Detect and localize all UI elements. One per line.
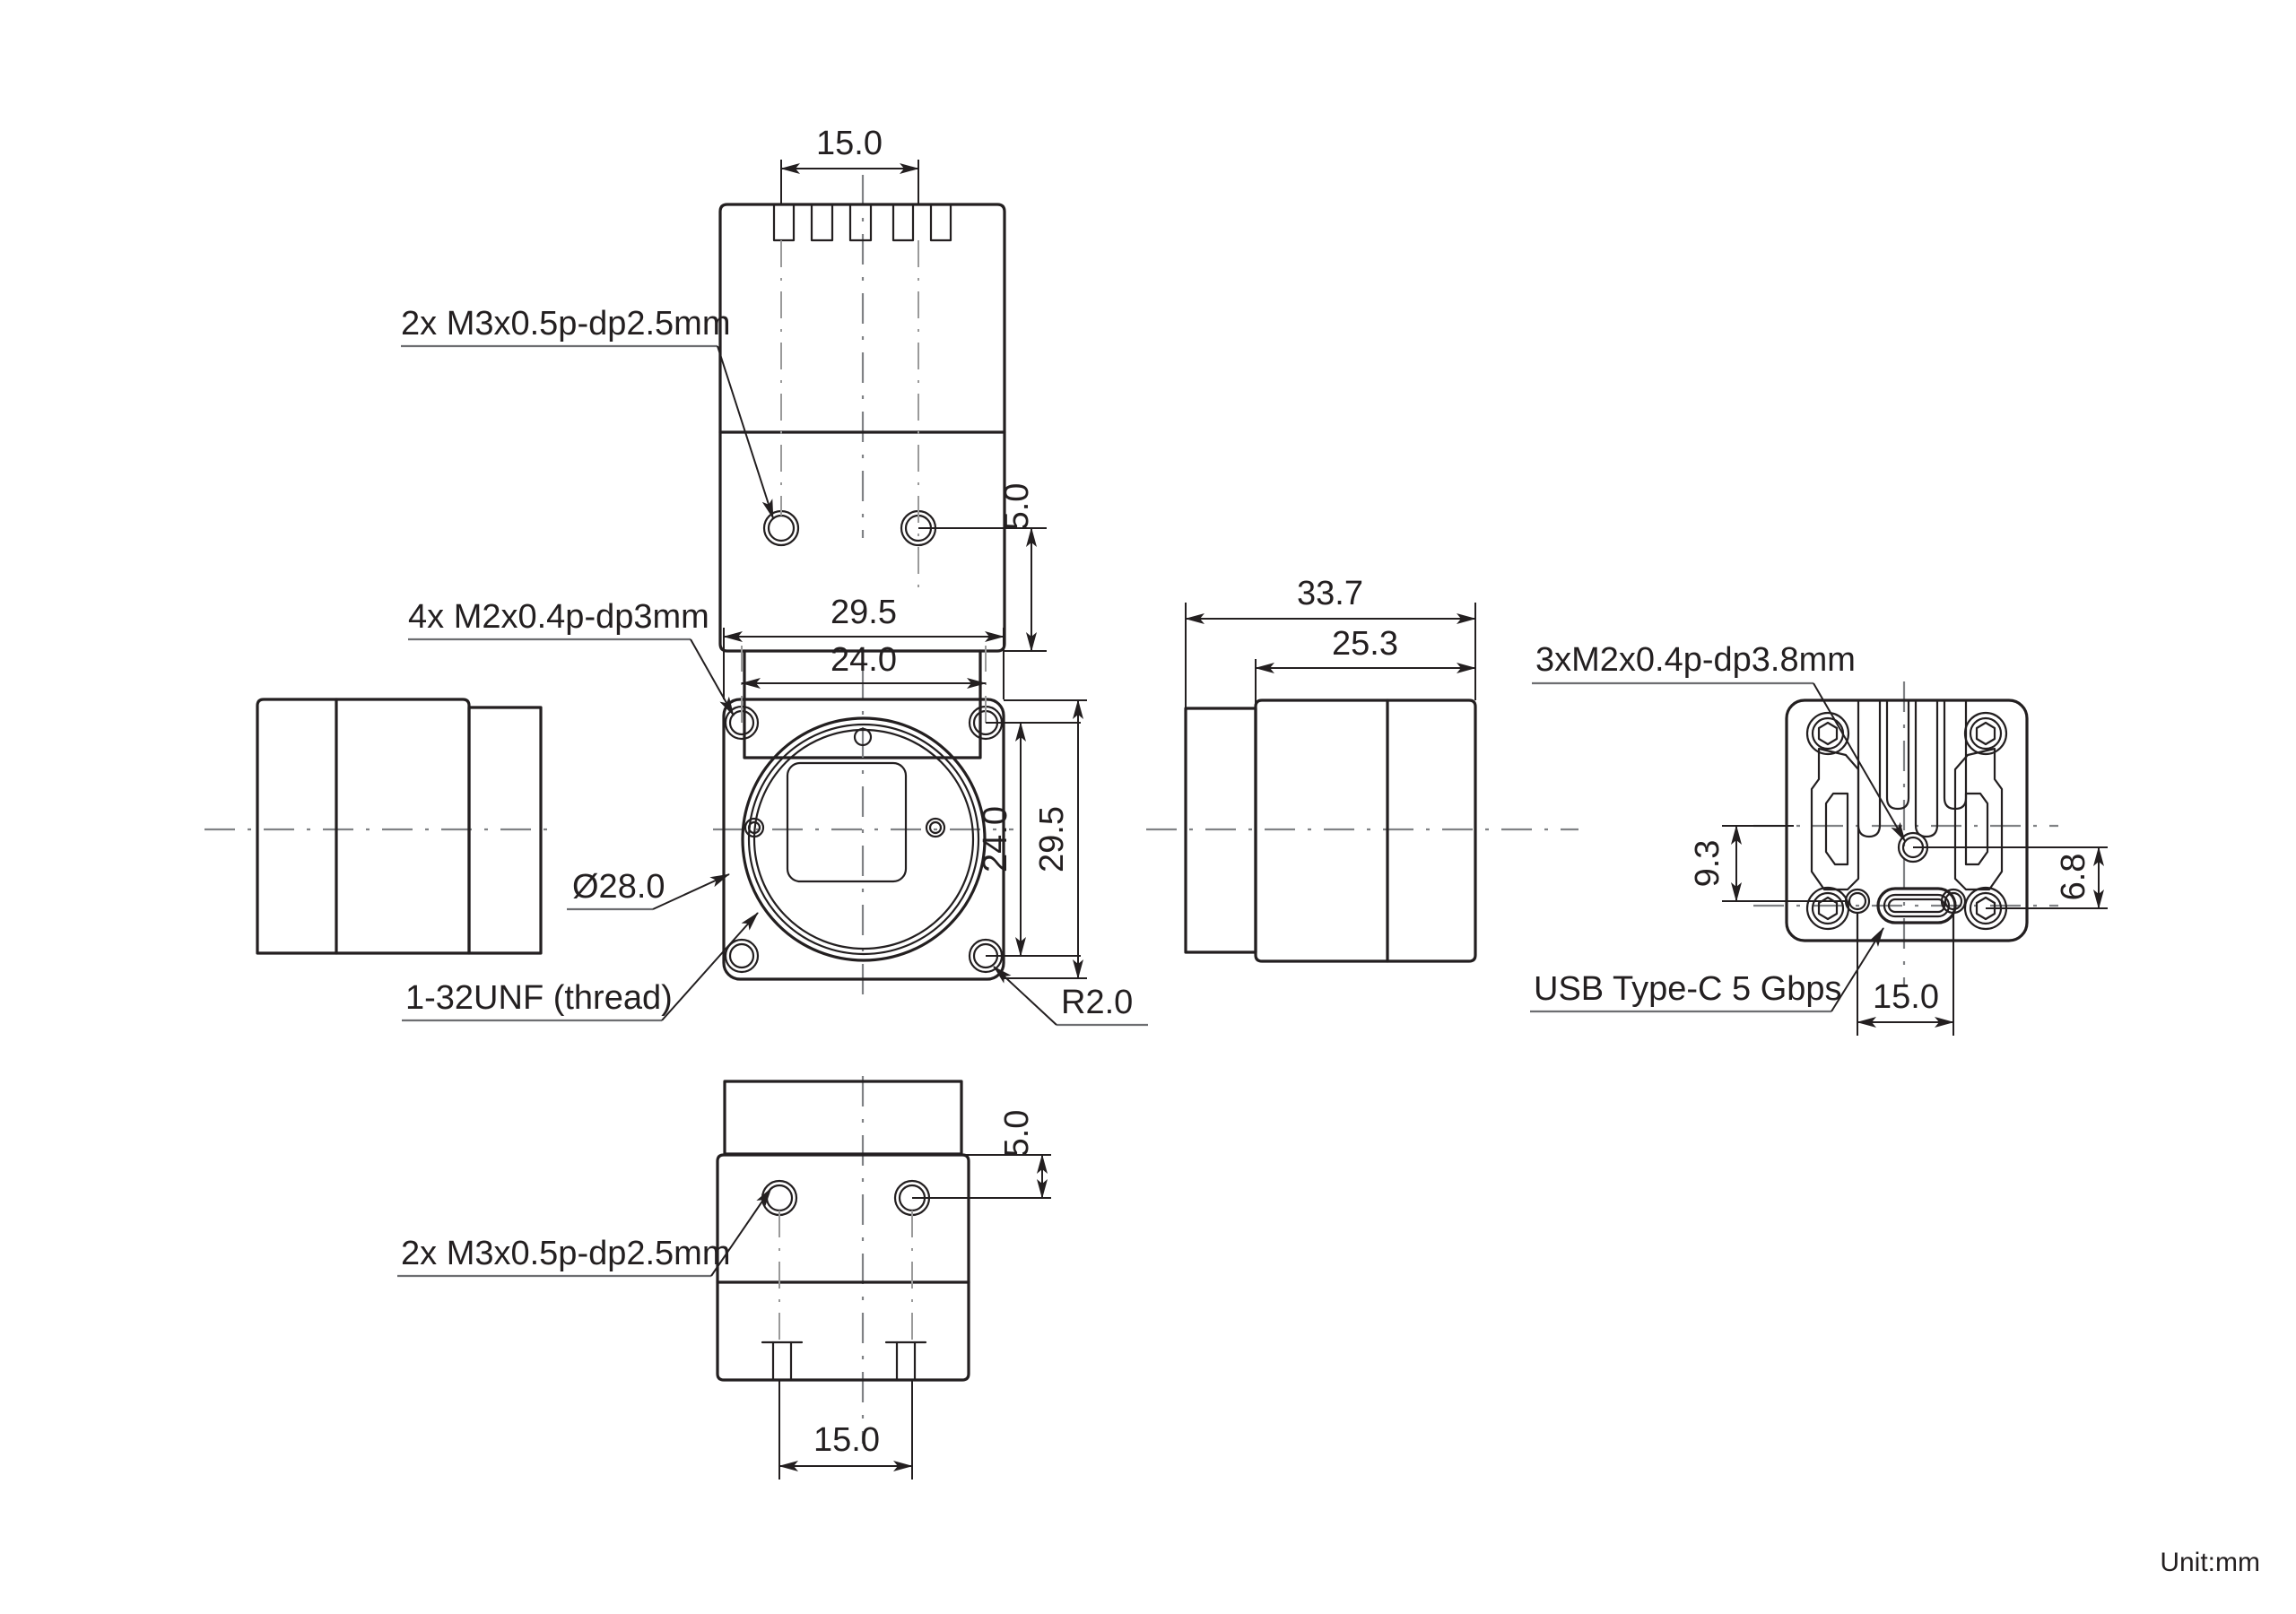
top-view-fin-slots	[772, 203, 952, 242]
front-view-lens-thread-circle	[747, 723, 980, 956]
front-dimension-29-5-h-label: 29.5	[831, 594, 897, 631]
left-side-view	[204, 698, 558, 955]
front-view-body	[722, 698, 1005, 981]
front-thread-callout-label: 1-32UNF (thread)	[405, 979, 673, 1017]
bottom-m3-callout-label: 2x M3x0.5p-dp2.5mm	[401, 1235, 731, 1272]
right-side-body	[1254, 699, 1477, 963]
rear-dimension-6-8-label: 6.8	[2055, 854, 2092, 901]
top-dimension-5: 5.0	[918, 483, 1047, 652]
unit-note: Unit:mm	[2160, 1548, 2260, 1577]
left-side-body	[256, 698, 471, 955]
rear-usb-callout: USB Type-C 5 Gbps	[1530, 927, 1884, 1013]
bottom-dimension-15-label: 15.0	[813, 1421, 880, 1459]
front-dimension-24-h-label: 24.0	[831, 641, 897, 679]
top-dimension-15-label: 15.0	[816, 125, 883, 162]
rear-usb-callout-label: USB Type-C 5 Gbps	[1534, 970, 1842, 1008]
top-view-body-upper	[718, 203, 1006, 434]
rear-view: 9.3 6.8 15.0 3xM2x0.4p-dp3.8mm USB Type-…	[1530, 641, 2108, 1036]
front-dimension-24-horizontal: 24.0	[741, 641, 987, 689]
top-view: 15.0 5.0 2x M3x0.5p-dp2.5mm	[401, 125, 1047, 759]
front-diameter-callout: Ø28.0	[567, 868, 730, 911]
front-view: 29.5 24.0 24.0 29.5 4x M2x0.4p-dp3mm	[402, 594, 1148, 1027]
top-dimension-5-label: 5.0	[998, 483, 1036, 531]
rear-view-corner-screws	[1805, 711, 2008, 931]
bottom-dimension-5-label: 5.0	[998, 1110, 1036, 1158]
bottom-view: 5.0 15.0 2x M3x0.5p-dp2.5mm	[397, 1076, 1051, 1480]
front-diameter-callout-label: Ø28.0	[572, 868, 665, 906]
front-dimension-29-5-horizontal: 29.5	[723, 594, 1004, 642]
front-dimension-29-5-v-label: 29.5	[1033, 806, 1071, 872]
bottom-view-fin-slots	[761, 1341, 927, 1382]
right-side-dimension-33-7: 33.7	[1185, 575, 1476, 624]
front-radius-callout: R2.0	[993, 966, 1148, 1027]
rear-dimension-9-3-label: 9.3	[1689, 840, 1726, 888]
bottom-view-body-lower	[716, 1280, 970, 1382]
left-side-lens	[467, 706, 543, 955]
bottom-dimension-15: 15.0	[778, 1380, 913, 1480]
right-side-view: 33.7 25.3	[1146, 575, 1578, 963]
rear-view-side-pockets	[1810, 747, 2004, 891]
rear-view-fin-slots	[1857, 699, 1968, 838]
front-thread-callout: 1-32UNF (thread)	[402, 912, 759, 1022]
right-side-dimension-25-3-label: 25.3	[1332, 625, 1398, 663]
bottom-m3-callout: 2x M3x0.5p-dp2.5mm	[397, 1187, 772, 1278]
front-dimension-24-v-label: 24.0	[977, 806, 1014, 872]
bottom-dimension-5: 5.0	[912, 1110, 1051, 1199]
rear-dimension-15-label: 15.0	[1873, 978, 1939, 1016]
top-view-mounting-holes	[762, 240, 937, 592]
bottom-view-lens-barrel	[723, 1080, 963, 1156]
top-dimension-15: 15.0	[780, 125, 919, 204]
front-view-lens-outer-circle	[741, 716, 987, 962]
front-dimension-24-vertical: 24.0	[977, 722, 1081, 957]
rear-dimension-9-3: 9.3	[1689, 825, 1848, 902]
front-m2-callout-label: 4x M2x0.4p-dp3mm	[408, 598, 709, 636]
rear-m2-callout-label: 3xM2x0.4p-dp3.8mm	[1535, 641, 1856, 679]
right-side-dimension-25-3: 25.3	[1255, 625, 1476, 673]
top-m3-callout-label: 2x M3x0.5p-dp2.5mm	[401, 305, 731, 343]
rear-view-usb-type-c-port	[1876, 887, 1957, 924]
bottom-view-body-upper	[716, 1153, 970, 1284]
rear-dimension-15: 15.0	[1857, 941, 1954, 1036]
front-view-locating-pins	[744, 727, 946, 838]
right-side-dimension-33-7-label: 33.7	[1297, 575, 1363, 612]
bottom-view-mounting-holes	[761, 1179, 931, 1343]
front-radius-callout-label: R2.0	[1061, 984, 1133, 1021]
top-m3-callout: 2x M3x0.5p-dp2.5mm	[401, 305, 774, 519]
front-dimension-29-5-vertical: 29.5	[1004, 699, 1087, 979]
rear-m2-callout: 3xM2x0.4p-dp3.8mm	[1532, 641, 1906, 842]
front-view-sensor-window	[786, 761, 908, 883]
front-m2-callout: 4x M2x0.4p-dp3mm	[408, 598, 735, 716]
rear-view-small-holes	[1844, 888, 1967, 942]
rear-view-body	[1785, 699, 2029, 942]
rear-dimension-6-8: 6.8	[1913, 846, 2108, 909]
